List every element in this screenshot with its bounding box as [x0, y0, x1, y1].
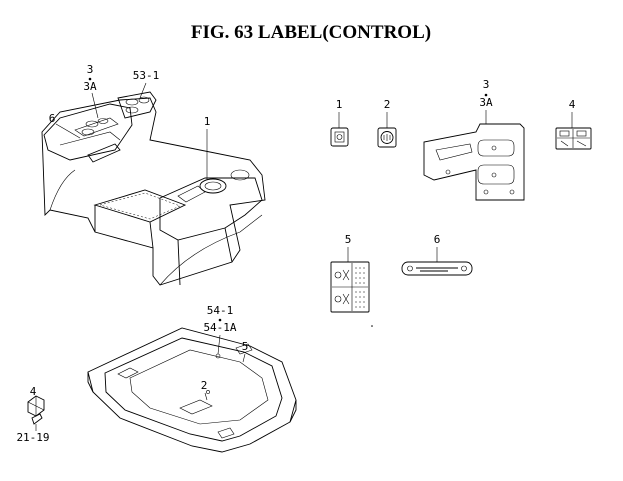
callout-3: 3	[87, 63, 94, 76]
mat-callout-54-1a: 54-1A	[203, 321, 236, 334]
stray-mark	[371, 325, 373, 327]
label-2-sticker	[377, 127, 397, 148]
floor-mat	[87, 327, 297, 453]
label-5-callout: 5	[345, 233, 352, 246]
clip-callout-4: 4	[30, 385, 37, 398]
label-4-sticker	[555, 127, 592, 150]
mat-callouts: 54-1 54-1A 5 2	[201, 304, 249, 401]
callout-3a: 3A	[83, 80, 97, 93]
callout-6: 6	[49, 112, 56, 125]
label-4-callout: 4	[569, 98, 576, 111]
console-callouts: 3 3A 53-1 6 1	[49, 63, 211, 180]
mat-callout-2: 2	[201, 379, 208, 392]
label-6-callout: 6	[434, 233, 441, 246]
label-items: 1 2 3 3A 4	[330, 78, 592, 313]
label-5-sticker	[330, 261, 370, 313]
callout-1: 1	[204, 115, 211, 128]
label-3-callout: 3	[483, 78, 490, 91]
label-1-sticker	[330, 127, 349, 147]
label-3a-callout: 3A	[479, 96, 493, 109]
callout-53-1: 53-1	[133, 69, 160, 82]
label-2-callout: 2	[384, 98, 391, 111]
label-3-sticker	[423, 123, 525, 201]
mat-callout-54-1: 54-1	[207, 304, 234, 317]
label-1-callout: 1	[336, 98, 343, 111]
console-assembly	[41, 91, 266, 286]
clip-callouts: 4 21-19	[16, 385, 49, 444]
clip-part	[27, 395, 45, 425]
clip-callout-21-19: 21-19	[16, 431, 49, 444]
mat-callout-5: 5	[242, 340, 249, 353]
label-6-sticker	[401, 261, 473, 276]
figure-title: FIG. 63 LABEL(CONTROL)	[191, 22, 431, 43]
